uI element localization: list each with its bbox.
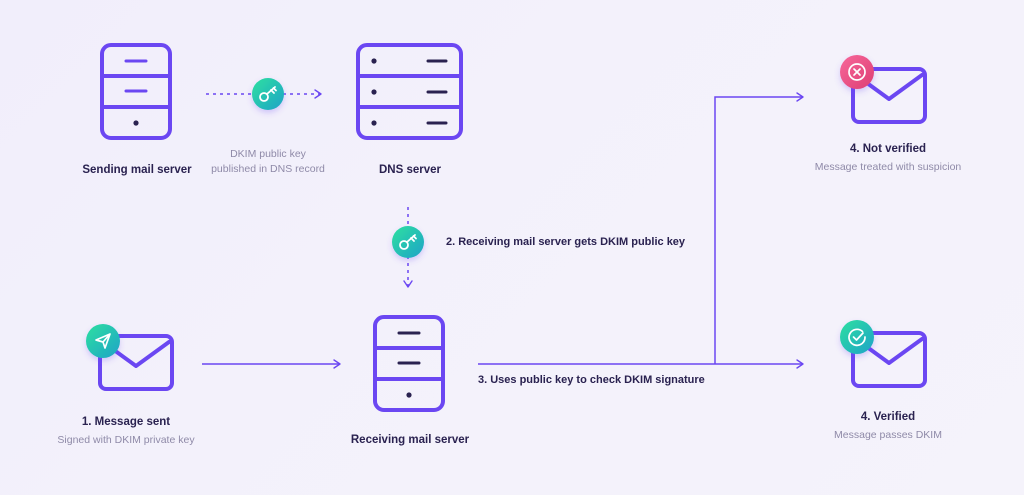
sending-server-icon	[100, 43, 172, 140]
paper-plane-icon	[86, 324, 120, 358]
dns-server-icon	[356, 43, 463, 140]
sending-server-label: Sending mail server	[82, 164, 192, 176]
not-verified-label: 4. Not verified	[849, 143, 927, 155]
check-signature-step-label: 3. Uses public key to check DKIM signatu…	[478, 374, 705, 386]
publish-key-caption-line1: DKIM public key	[230, 148, 306, 160]
verified-label: 4. Verified	[860, 411, 916, 423]
x-circle-icon	[840, 55, 874, 89]
not-verified-branch-arrow	[714, 92, 804, 364]
receiving-server-label: Receiving mail server	[350, 434, 470, 446]
receiving-server-icon	[373, 315, 445, 412]
publish-key-caption-line2: published in DNS record	[211, 163, 325, 175]
get-key-step-label: 2. Receiving mail server gets DKIM publi…	[446, 236, 686, 248]
dns-server-label: DNS server	[378, 164, 442, 176]
key-icon	[392, 226, 424, 258]
message-sent-caption: Signed with DKIM private key	[57, 434, 195, 446]
not-verified-caption: Message treated with suspicion	[814, 161, 962, 173]
key-icon	[252, 78, 284, 110]
message-sent-label: 1. Message sent	[81, 416, 171, 428]
verified-caption: Message passes DKIM	[834, 429, 942, 441]
publish-key-caption: DKIM public key published in DNS record	[211, 147, 325, 177]
check-circle-icon	[840, 320, 874, 354]
